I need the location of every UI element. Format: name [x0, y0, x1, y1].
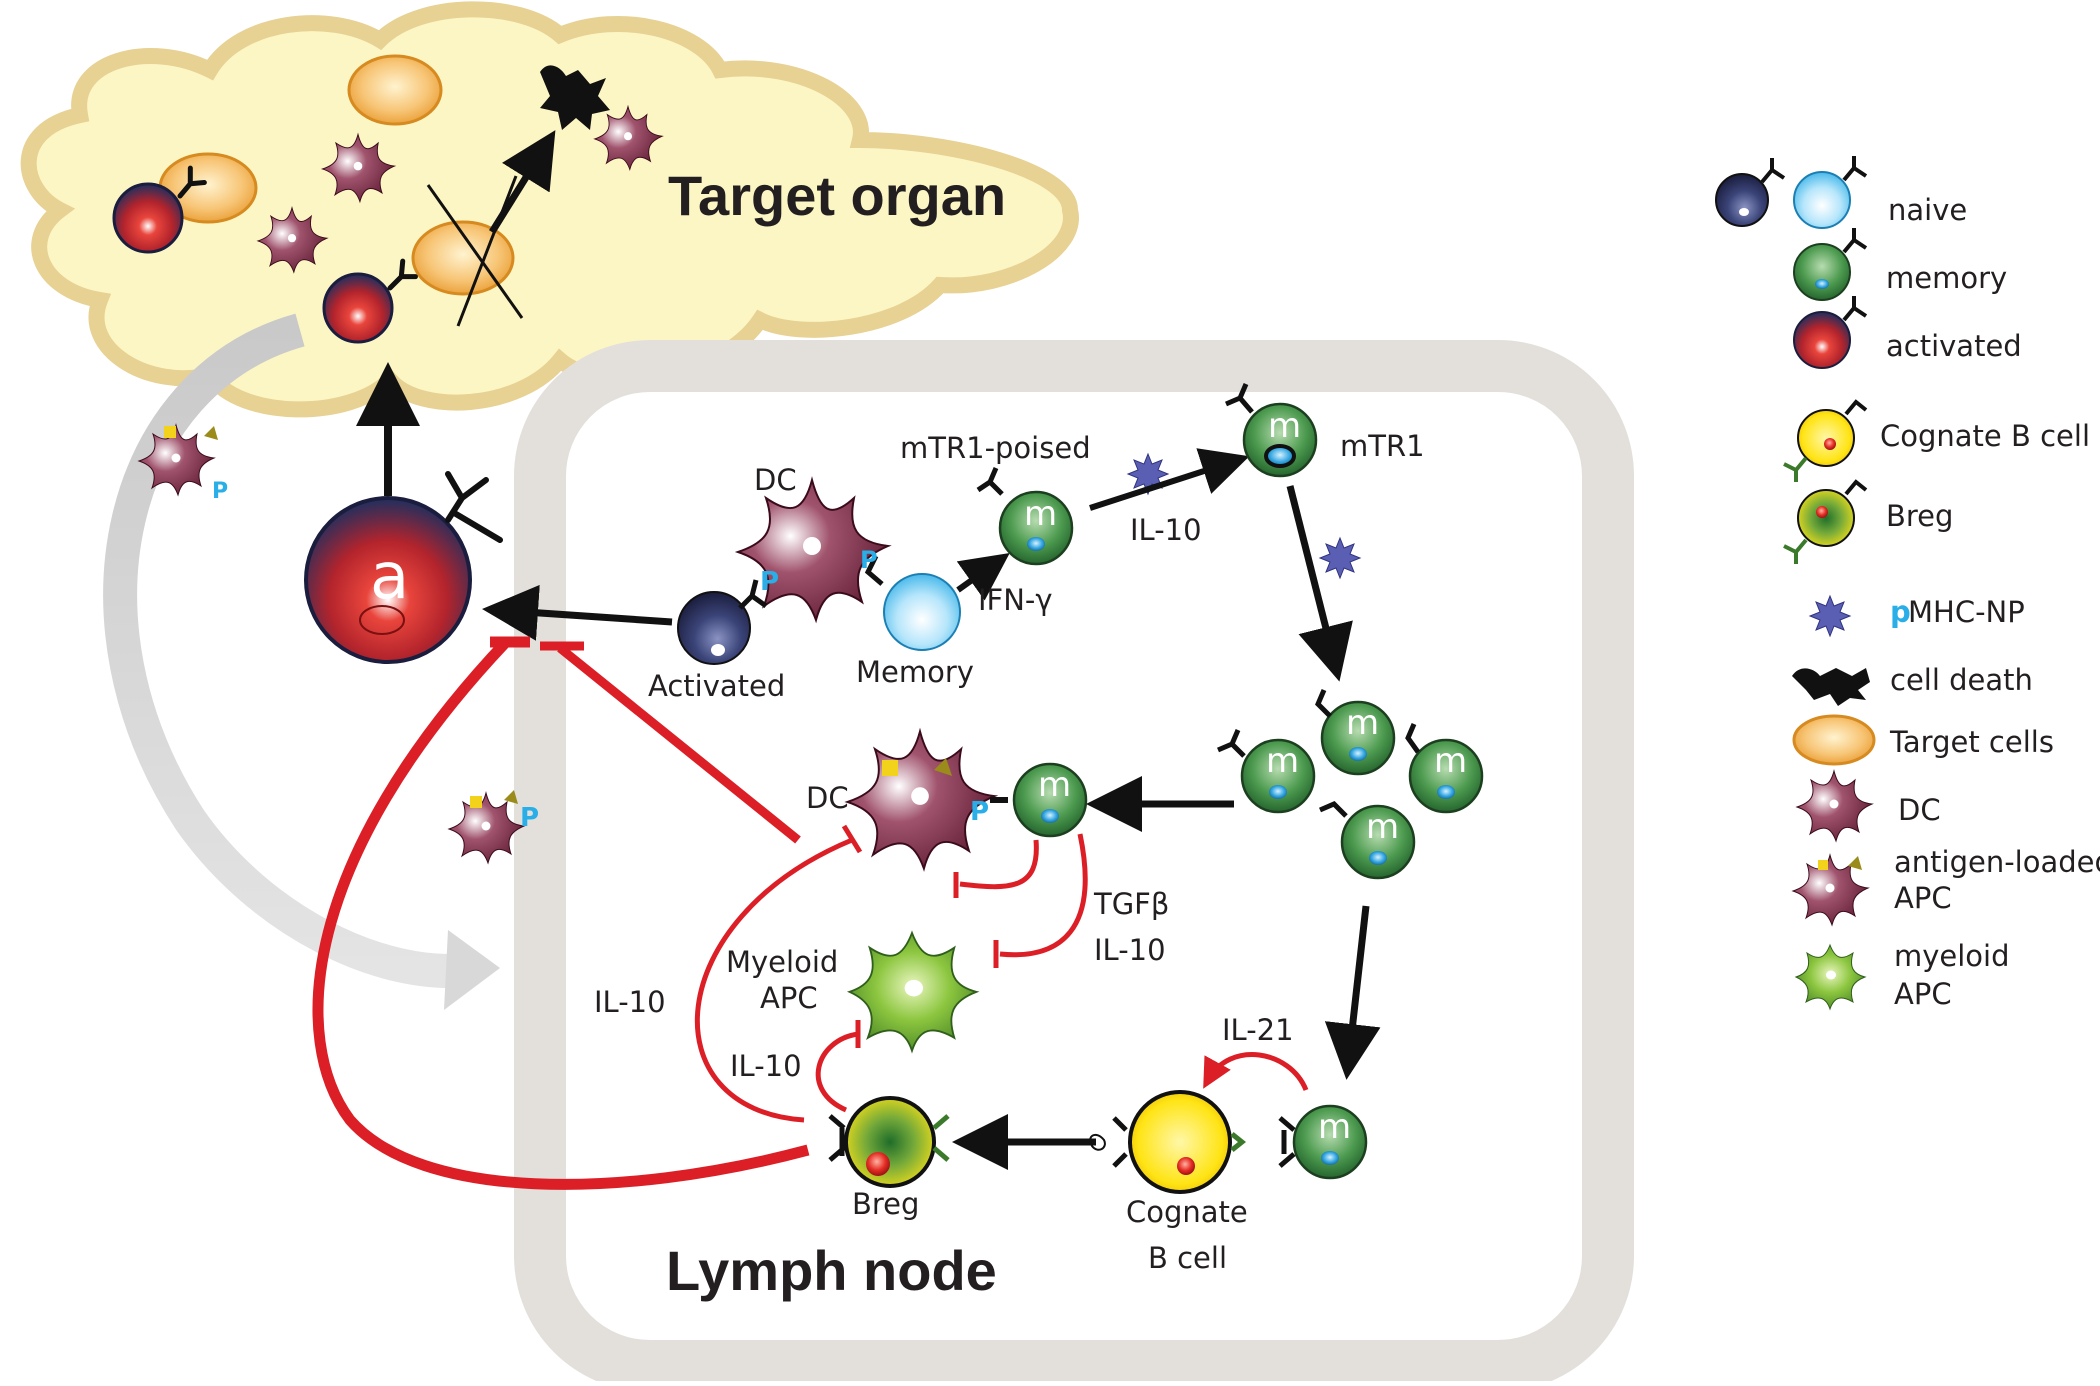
svg-text:P: P: [860, 546, 878, 574]
cognate-label-2: B cell: [1148, 1241, 1227, 1275]
il10-top-label: IL-10: [1130, 513, 1202, 547]
legend-label-apc-1: antigen-loaded: [1894, 845, 2100, 879]
legend-label-myeloid-2: APC: [1894, 977, 1952, 1011]
myeloid-apc-icon: [1795, 944, 1866, 1010]
legend-label-breg: Breg: [1886, 499, 1953, 533]
legend-label-activated: activated: [1886, 329, 2022, 363]
activated-t-cell-icon: [1793, 296, 1868, 369]
cell-killing-cross: [426, 175, 524, 327]
memory-t-cell-icon: [1793, 228, 1868, 301]
myeloid-apc-label-2: APC: [760, 981, 818, 1015]
svg-text:P: P: [520, 803, 539, 833]
activated-cell-letter: a: [370, 540, 409, 614]
cluster-letter-3: m: [1434, 741, 1467, 781]
ifn-arrow: [956, 553, 1010, 601]
activated-t-cell-large: a: [304, 471, 503, 664]
legend-label-dc: DC: [1898, 793, 1941, 827]
legend-label-naive: naive: [1888, 193, 1967, 227]
cluster-letter-2: m: [1346, 703, 1379, 743]
il21-arrow: [1203, 1052, 1309, 1092]
cognate-b-cell-icon: [1783, 399, 1868, 482]
tgf-inhibition: [953, 833, 1088, 968]
legend: naive memory activated Cognate B cell: [1715, 156, 2100, 1011]
dc-middle: P: [846, 730, 996, 870]
il10-left-label: IL-10: [594, 985, 666, 1019]
lymph-node-label: Lymph node: [666, 1239, 997, 1302]
mtr1-poised-cell: m: [976, 467, 1074, 566]
breg-to-myeloid-inhibition: [815, 1020, 861, 1113]
il10-breg-label: IL-10: [730, 1049, 802, 1083]
target-cell-icon: [158, 54, 515, 296]
memory-helper-cell: m: [1278, 1104, 1368, 1180]
cell-death-legend-icon: [1792, 668, 1870, 706]
cluster-letter-1: m: [1266, 741, 1299, 781]
activated-naive-cell: P: [677, 567, 779, 665]
il21-label: IL-21: [1222, 1013, 1294, 1047]
breg-cell: [828, 1096, 950, 1188]
memory-naive-cell: P: [860, 546, 961, 651]
il10-tgf-label: IL-10: [1094, 933, 1166, 967]
pmhc-np-legend-icon: [1808, 594, 1852, 638]
killing-arrow: [489, 130, 556, 234]
expanded-mtr1-cluster: m m m m: [1217, 689, 1484, 880]
recirculation-arrow: [103, 313, 500, 1010]
cell-death-icon: [540, 65, 610, 130]
mtr1-poised-letter: m: [1024, 494, 1057, 534]
breg-label: Breg: [852, 1187, 919, 1221]
svg-text:P: P: [760, 567, 779, 597]
tgf-beta-label: TGFβ: [1093, 887, 1169, 921]
legend-label-cell-death: cell death: [1890, 663, 2033, 697]
legend-label-myeloid-1: myeloid: [1894, 939, 2010, 973]
target-cell-legend-icon: [1792, 714, 1876, 766]
mtr1-poised-label: mTR1-poised: [900, 431, 1091, 465]
target-organ-cloud: [20, 1, 1079, 418]
svg-text:P: P: [212, 479, 228, 504]
myeloid-apc-label-1: Myeloid: [726, 945, 838, 979]
legend-label-memory: memory: [1886, 261, 2007, 295]
activated-t-cell-organ: [112, 168, 417, 344]
mtr1-letter: m: [1268, 406, 1301, 446]
dc-to-activated-inhibition: [540, 641, 801, 844]
mtr1-cell: m: [1225, 383, 1318, 478]
breg-to-dc-inhibition: [694, 824, 863, 1123]
cognate-b-cell: [1089, 1090, 1247, 1194]
expansion-arrow: [1286, 485, 1353, 682]
ifn-gamma-label: IFN-γ: [978, 583, 1053, 617]
breg-to-activated-inhibition: [312, 636, 810, 1190]
activated-label: Activated: [648, 669, 785, 703]
legend-label-target: Target cells: [1889, 725, 2054, 759]
myeloid-apc-center: [848, 932, 978, 1052]
il10-arrow: [1089, 448, 1250, 511]
target-organ-label: Target organ: [668, 164, 1006, 227]
cluster-to-tfh-arrow: [1324, 905, 1381, 1080]
legend-label-apc-2: APC: [1894, 881, 1952, 915]
svg-text:P: P: [970, 797, 989, 827]
activation-arrow: [482, 584, 673, 641]
mtr1-label: mTR1: [1340, 429, 1425, 463]
helper-memory-letter: m: [1318, 1107, 1351, 1147]
dc-middle-label: DC: [806, 781, 849, 815]
antigen-loaded-apc-travel: P P: [138, 424, 539, 864]
dc-legend-icon: [1796, 770, 1873, 842]
cognate-label-1: Cognate: [1126, 1195, 1248, 1229]
legend-label-pmhc-prefix: p: [1890, 595, 1911, 629]
cluster-letter-4: m: [1366, 807, 1399, 847]
breg-icon: [1783, 479, 1868, 564]
naive-t-cell-icons: [1715, 156, 1868, 229]
memory-regulatory-cell-middle: m: [990, 762, 1088, 838]
dc-top-label: DC: [754, 463, 797, 497]
antigen-loaded-apc-icon: [1792, 854, 1869, 926]
lymph-node-boundary: [514, 340, 1634, 1386]
memory-label: Memory: [856, 655, 974, 689]
legend-label-pmhc: MHC-NP: [1908, 595, 2025, 629]
legend-label-cognate: Cognate B cell: [1880, 419, 2090, 453]
middle-memory-letter: m: [1038, 765, 1071, 805]
